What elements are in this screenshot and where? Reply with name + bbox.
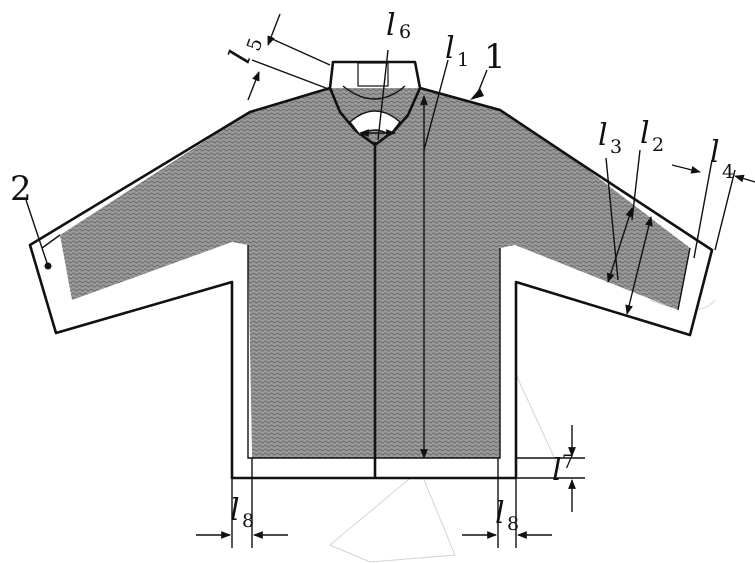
l3-sub: 3 xyxy=(610,136,622,158)
l4-letter: l xyxy=(710,135,720,170)
dimension-l7 xyxy=(516,425,585,512)
l4-sub: 4 xyxy=(722,161,734,183)
l8-right-letter: l xyxy=(495,496,505,531)
l7-sub: 7 xyxy=(562,451,574,473)
dimension-labels: l 1 l 2 l 3 l 4 l 5 l 6 l 7 l 8 l 8 xyxy=(222,8,734,535)
l6-sub: 6 xyxy=(399,21,411,43)
part-2-label: 2 xyxy=(10,169,32,209)
collar xyxy=(328,60,422,147)
dimension-l5 xyxy=(247,13,331,101)
l5-sub: 5 xyxy=(243,35,268,54)
dimension-l1 xyxy=(420,59,449,459)
dimension-l8-right xyxy=(462,458,552,548)
dimension-l6 xyxy=(359,49,396,141)
l8-left-letter: l xyxy=(230,493,240,528)
l8-left-sub: 8 xyxy=(242,510,254,532)
l2-letter: l xyxy=(640,116,650,151)
dimension-l8-left xyxy=(196,458,288,548)
part-2-leader xyxy=(25,199,48,264)
l8-right-sub: 8 xyxy=(507,513,519,535)
dimension-l2-l3 xyxy=(605,149,653,315)
l2-sub: 2 xyxy=(652,134,664,156)
trim-bands xyxy=(42,245,712,478)
part-1-label: 1 xyxy=(484,37,506,77)
l7-letter: l xyxy=(552,453,562,488)
l1-letter: l xyxy=(445,31,455,66)
part-2-marker-dot xyxy=(44,262,52,270)
l1-sub: 1 xyxy=(457,49,469,71)
l3-letter: l xyxy=(598,118,608,153)
l6-letter: l xyxy=(386,8,396,43)
dimension-l4 xyxy=(671,159,755,259)
